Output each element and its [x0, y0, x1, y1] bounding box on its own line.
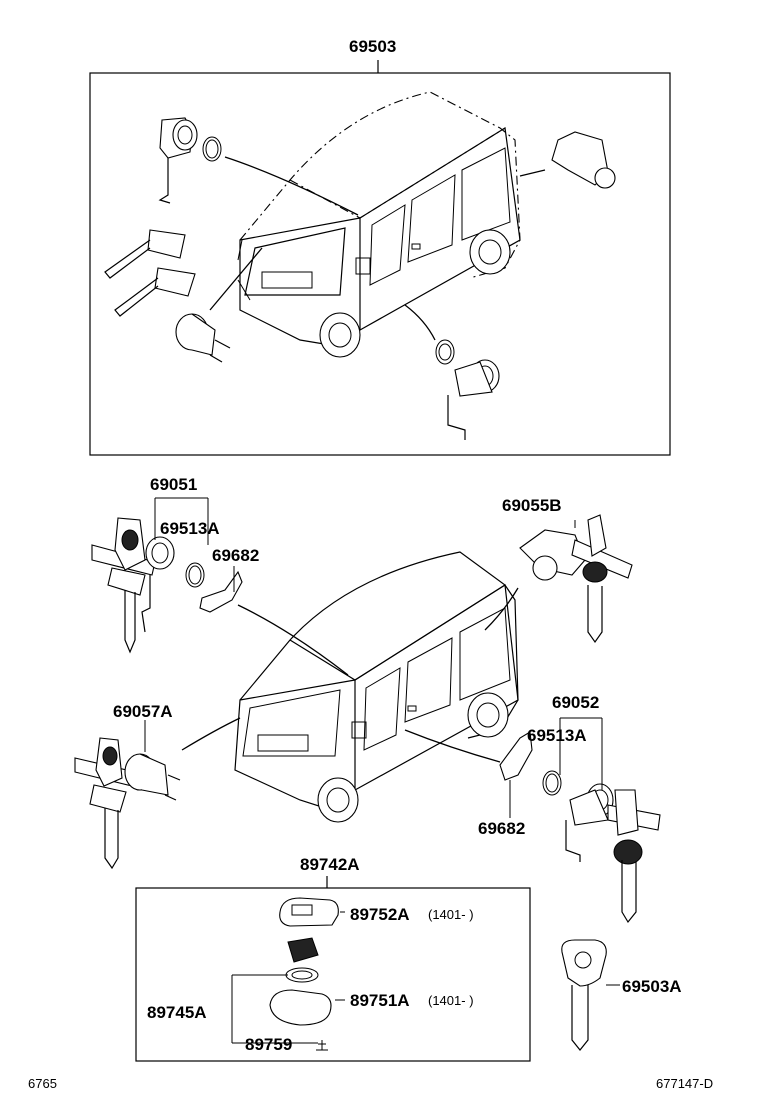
door-lock-cylinder-front-left — [158, 117, 222, 204]
label-69682-bottom: 69682 — [478, 819, 525, 838]
label-69051: 69051 — [150, 475, 197, 494]
key-69503A — [561, 939, 620, 1051]
label-89759: 89759 — [245, 1035, 292, 1054]
key-top-1 — [104, 229, 186, 279]
door-lock-assembly-front-left — [91, 517, 243, 654]
leader-lines-top — [209, 156, 436, 341]
van-illustration-middle — [234, 551, 519, 823]
label-89745A: 89745A — [147, 1003, 207, 1022]
door-lock-assembly-front-right — [499, 731, 661, 924]
label-69513A-top: 69513A — [160, 519, 220, 538]
label-69513A-bottom: 69513A — [527, 726, 587, 745]
key-top-2 — [114, 267, 196, 317]
label-89751A: 89751A — [350, 991, 410, 1010]
back-door-lock — [519, 131, 616, 189]
transmitter-box — [135, 876, 531, 1062]
footer-left-code: 6765 — [28, 1076, 57, 1091]
leader-lines-middle — [144, 497, 603, 818]
label-69503A: 69503A — [622, 977, 682, 996]
label-89742A: 89742A — [300, 855, 360, 874]
label-69503: 69503 — [349, 37, 396, 56]
label-69057A: 69057A — [113, 702, 173, 721]
van-illustration-top — [237, 91, 521, 358]
ignition-lock-cylinder — [175, 313, 231, 363]
lock-set-box — [89, 60, 671, 456]
label-89751A-note: (1401- ) — [428, 993, 474, 1008]
label-69052: 69052 — [552, 693, 599, 712]
back-door-lock-assembly — [519, 514, 633, 644]
ignition-lock-assembly — [74, 737, 181, 870]
door-lock-cylinder-front-right — [435, 339, 500, 440]
label-69682-top: 69682 — [212, 546, 259, 565]
label-89752A: 89752A — [350, 905, 410, 924]
label-89752A-note: (1401- ) — [428, 907, 474, 922]
transmitter-parts — [231, 897, 345, 1051]
label-69055B: 69055B — [502, 496, 562, 515]
footer-right-code: 677147-D — [656, 1076, 713, 1091]
